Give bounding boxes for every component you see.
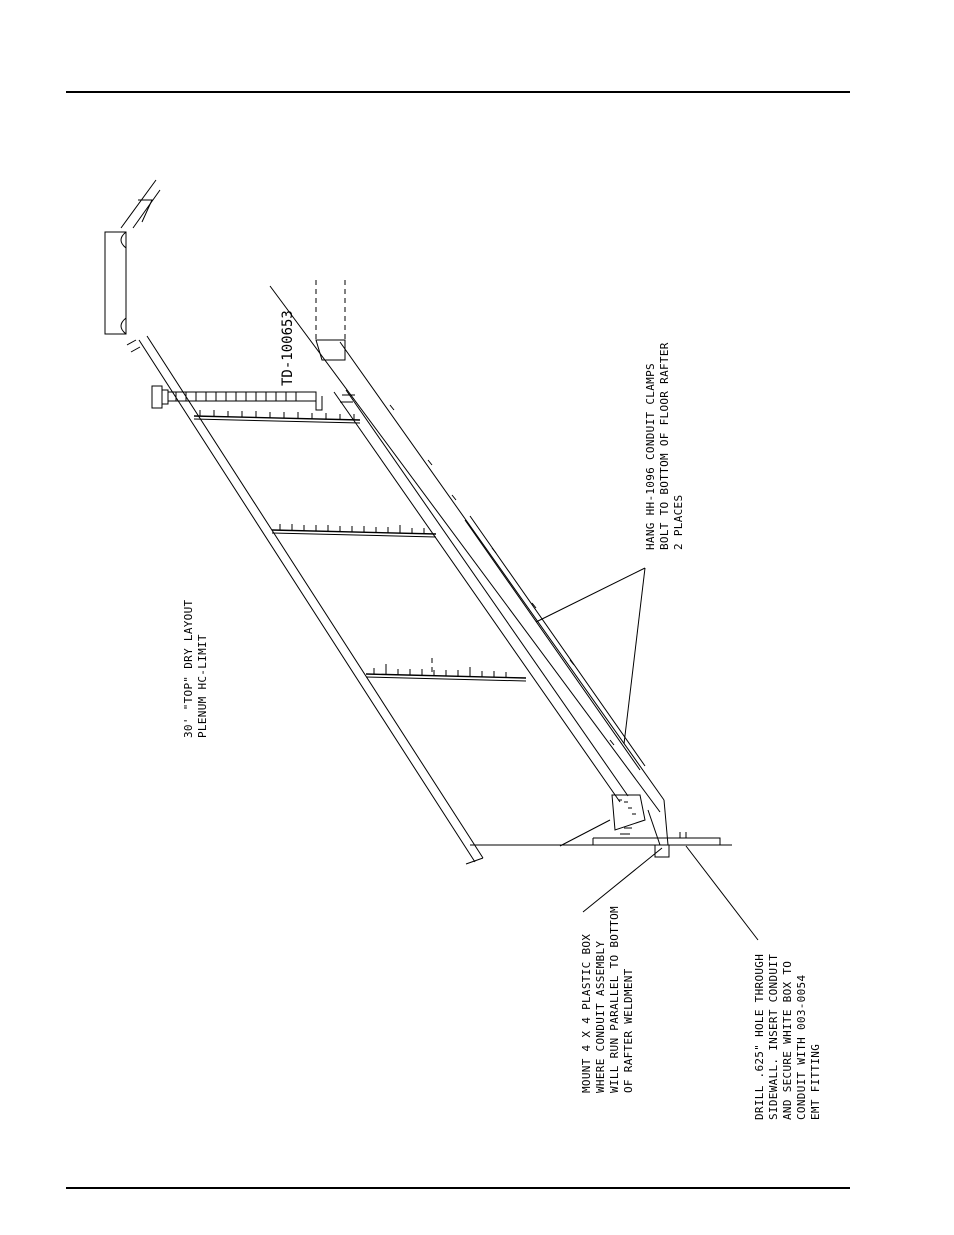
middle-panel [271, 524, 437, 538]
drill-note-line-3: AND SECURE WHITE BOX TO [781, 961, 794, 1120]
title-note-line-1: 30' "TOP" DRY LAYOUT [182, 599, 195, 738]
title-note: 30' "TOP" DRY LAYOUT PLENUM HC-LIMIT [182, 599, 209, 738]
sidewall-section [470, 794, 732, 858]
leader-lines [535, 567, 759, 941]
part-number: TD-100653 [280, 310, 296, 386]
box-note: MOUNT 4 X 4 PLASTIC BOX WHERE CONDUIT AS… [580, 906, 635, 1093]
lower-panel [365, 658, 527, 682]
drill-note-line-4: CONDUIT WITH 003-0054 [795, 975, 808, 1120]
box-note-line-3: WILL RUN PARALLEL TO BOTTOM [608, 906, 621, 1093]
box-note-line-2: WHERE CONDUIT ASSEMBLY [594, 941, 607, 1093]
clamp-note-line-3: 2 PLACES [672, 495, 685, 550]
clamp-note: HANG HH-1096 CONDUIT CLAMPS BOLT TO BOTT… [644, 342, 685, 550]
box-note-line-1: MOUNT 4 X 4 PLASTIC BOX [580, 934, 593, 1093]
box-note-line-4: OF RAFTER WELDMENT [622, 968, 635, 1093]
part-number-text: TD-100653 [280, 310, 296, 386]
top-panel [193, 410, 361, 424]
drill-note-line-1: DRILL .625" HOLE THROUGH [753, 954, 766, 1120]
drill-note-line-2: SIDEWALL. INSERT CONDUIT [767, 954, 780, 1120]
clamp-note-line-2: BOLT TO BOTTOM OF FLOOR RAFTER [658, 342, 671, 550]
header-rule [66, 91, 850, 93]
vent-conduit [151, 385, 323, 411]
title-note-line-2: PLENUM HC-LIMIT [196, 634, 209, 738]
rafter-weldment [269, 280, 665, 813]
drill-note: DRILL .625" HOLE THROUGH SIDEWALL. INSER… [753, 954, 822, 1120]
drill-note-line-5: EMT FITTING [809, 1044, 822, 1120]
outer-roof-line [138, 335, 484, 865]
clamp-note-line-1: HANG HH-1096 CONDUIT CLAMPS [644, 363, 657, 550]
footer-rule [66, 1187, 850, 1189]
upper-break-section [104, 179, 161, 353]
